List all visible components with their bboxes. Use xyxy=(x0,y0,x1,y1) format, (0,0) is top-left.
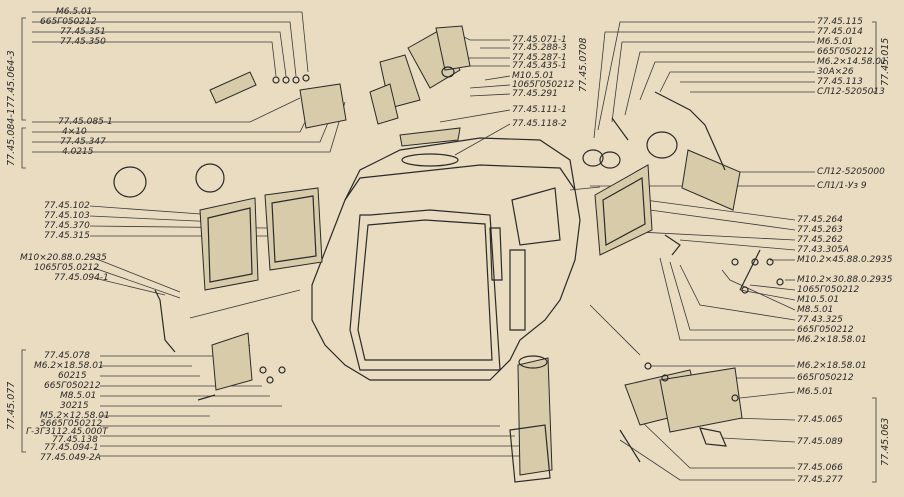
label-left-mid-3: 4.0215 xyxy=(62,147,94,157)
label-right-top-7: СЛ12-5205013 xyxy=(817,87,885,97)
label-center-1: 77.45.118-2 xyxy=(512,119,567,129)
label-left-window-1: 77.45.103 xyxy=(44,211,90,221)
label-top-center-5: 1065Г050212 xyxy=(512,80,575,90)
label-top-center-4: M10.5.01 xyxy=(512,71,555,81)
label-top-center-6: 77.45.291 xyxy=(512,89,558,99)
label-vertical-5: 77.45.063 xyxy=(880,417,891,466)
label-left-bottom-11: 77.45.049-2А xyxy=(40,453,101,463)
label-right-lower-3: 77.43.305А xyxy=(797,245,849,255)
label-right-mid-1: СЛ1/1-Уз 9 xyxy=(817,181,867,191)
label-right-lower-2: 77.45.262 xyxy=(797,235,843,245)
label-right-top-4: M6.2×14.58.01 xyxy=(817,57,887,67)
label-right-lower-11: M6.2×18.58.01 xyxy=(797,335,867,345)
label-left-bottom-7: 5665Г050212 xyxy=(40,419,103,429)
label-vertical-1: 77.45.084-1 xyxy=(6,108,17,166)
label-left-bottom-9: 77.45.138 xyxy=(52,435,98,445)
label-right-lower-4: M10.2×45.88.0.2935 xyxy=(797,255,893,265)
label-left-bracket-0: M10×20.88.0.2935 xyxy=(20,253,107,263)
label-right-top-2: M6.5.01 xyxy=(817,37,854,47)
label-right-lower-5: M10.2×30.88.0.2935 xyxy=(797,275,893,285)
label-vertical-3: 77.45.0708 xyxy=(578,37,589,92)
label-right-bottom-4: 77.45.089 xyxy=(797,437,843,447)
label-right-lower-6: 1065Г050212 xyxy=(797,285,860,295)
label-right-top-6: 77.45.113 xyxy=(817,77,863,87)
label-left-bottom-4: M8.5.01 xyxy=(60,391,97,401)
label-top-left-0: M6.5.01 xyxy=(56,7,93,17)
label-top-left-3: 77.45.350 xyxy=(60,37,106,47)
label-left-window-0: 77.45.102 xyxy=(44,201,90,211)
label-left-bottom-5: 30215 xyxy=(60,401,89,411)
label-left-bottom-3: 665Г050212 xyxy=(44,381,101,391)
label-left-bottom-10: 77.45.094-1 xyxy=(44,443,99,453)
label-right-top-5: 30А×26 xyxy=(817,67,854,77)
label-left-bottom-6: M5.2×12.58.01 xyxy=(40,411,110,421)
label-left-bottom-1: M6.2×18.58.01 xyxy=(34,361,104,371)
label-left-bottom-0: 77.45.078 xyxy=(44,351,90,361)
label-top-center-0: 77.45.071-1 xyxy=(512,35,567,45)
label-top-center-1: 77.45.288-3 xyxy=(512,43,567,53)
label-right-bottom-2: M6.5.01 xyxy=(797,387,834,397)
label-right-bottom-1: 665Г050212 xyxy=(797,373,854,383)
label-left-window-3: 77.45.315 xyxy=(44,231,90,241)
label-vertical-0: 77.45.064-3 xyxy=(6,50,17,108)
label-right-top-3: 665Г050212 xyxy=(817,47,874,57)
label-left-bottom-8: Г-3Г3112.45.000Т xyxy=(26,427,108,437)
label-right-bottom-6: 77.45.277 xyxy=(797,475,843,485)
label-center-0: 77.45.111-1 xyxy=(512,105,567,115)
label-right-lower-10: 665Г050212 xyxy=(797,325,854,335)
label-right-bottom-3: 77.45.065 xyxy=(797,415,843,425)
label-right-bottom-0: M6.2×18.58.01 xyxy=(797,361,867,371)
label-right-lower-1: 77.45.263 xyxy=(797,225,843,235)
label-top-left-2: 77.45.351 xyxy=(60,27,106,37)
label-right-lower-0: 77.45.264 xyxy=(797,215,843,225)
label-right-top-1: 77.45.014 xyxy=(817,27,863,37)
label-left-mid-1: 4×10 xyxy=(62,127,87,137)
label-left-mid-2: 77.45.347 xyxy=(60,137,106,147)
label-right-lower-8: M8.5.01 xyxy=(797,305,834,315)
label-right-mid-0: СЛ12-5205000 xyxy=(817,167,885,177)
label-left-bracket-1: 1065Г05.0212 xyxy=(34,263,100,273)
label-right-top-0: 77.45.115 xyxy=(817,17,863,27)
label-right-bottom-5: 77.45.066 xyxy=(797,463,843,473)
label-vertical-2: 77.45.077 xyxy=(6,381,17,430)
label-right-lower-9: 77.43.325 xyxy=(797,315,843,325)
label-left-window-2: 77.45.370 xyxy=(44,221,90,231)
label-top-left-1: 665Г050212 xyxy=(40,17,97,27)
label-left-bracket-2: 77.45.094-1 xyxy=(54,273,109,283)
label-top-center-2: 77.45.287-1 xyxy=(512,53,567,63)
label-left-mid-0: 77.45.085-1 xyxy=(58,117,113,127)
label-right-lower-7: M10.5.01 xyxy=(797,295,840,305)
label-top-center-3: 77.45.435-1 xyxy=(512,61,567,71)
label-left-bottom-2: 60215 xyxy=(58,371,87,381)
